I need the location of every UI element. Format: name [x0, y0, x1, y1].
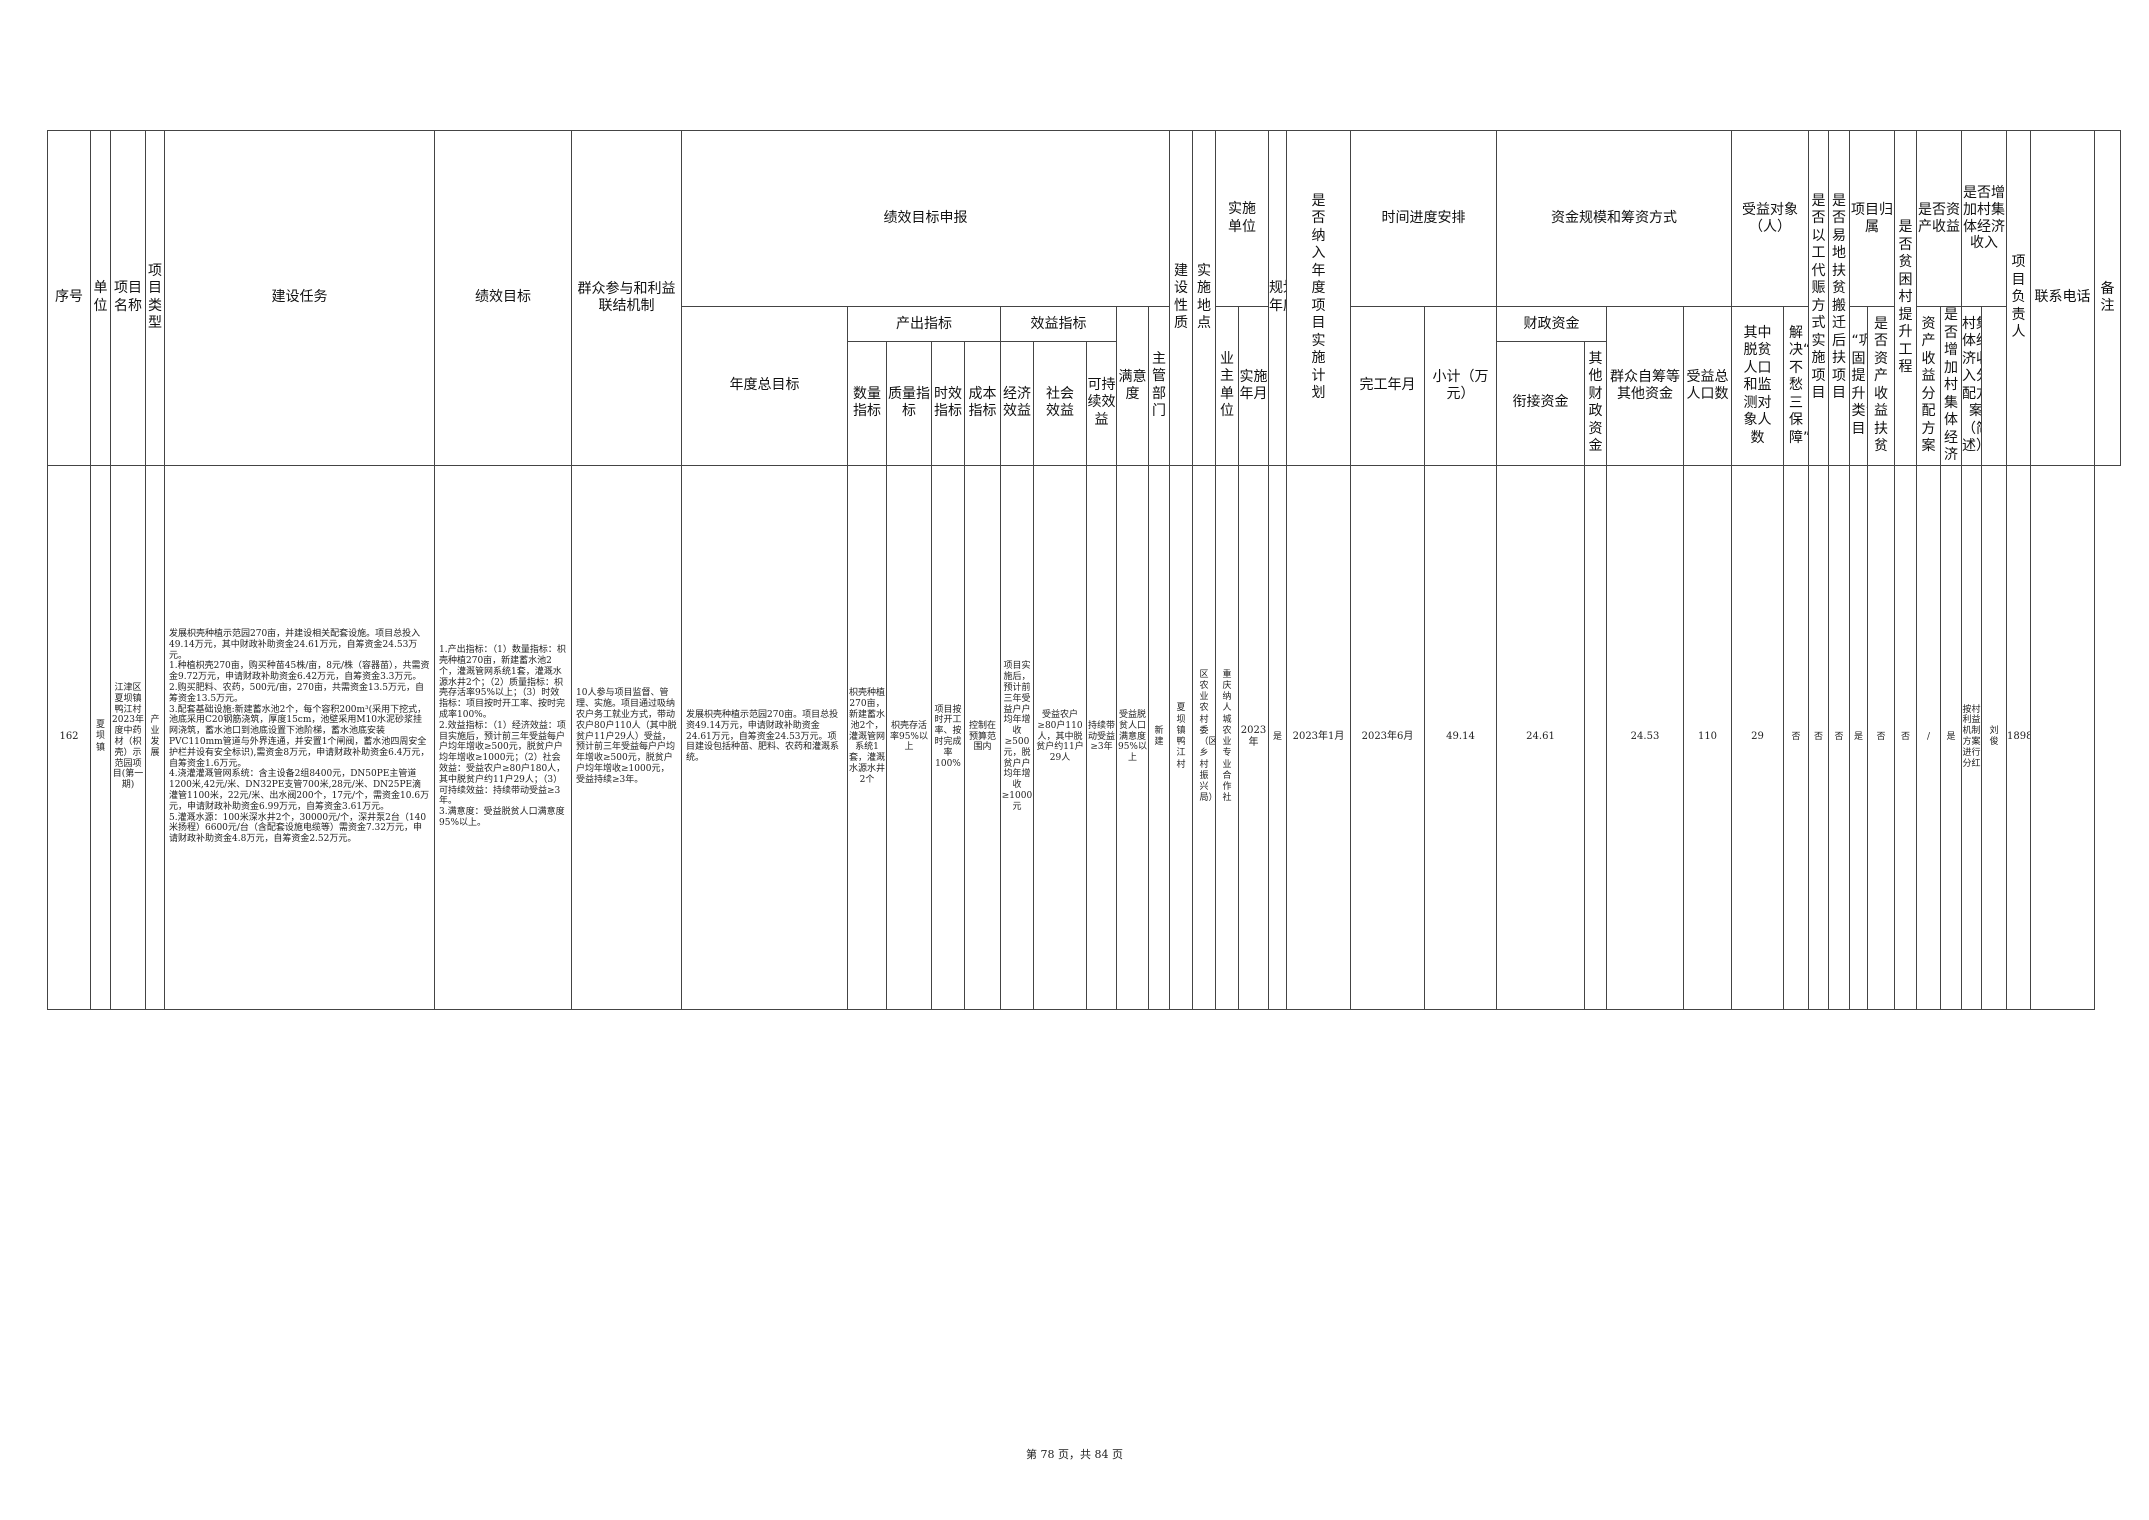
header-sustain: 可持续效益 — [1087, 376, 1116, 428]
cell-total-pop: 110 — [1683, 464, 1732, 1010]
header-nature: 建设性质 — [1174, 262, 1188, 332]
cell-phone: 18983276930 — [2006, 464, 2031, 1010]
header-link-fund: 衔接资金 — [1512, 394, 1569, 411]
cell-project-name: 江津区夏坝镇鸭江村2023年度中药材（枳壳）示范园项目(第一期) — [110, 464, 146, 1010]
cell-qty: 枳壳种植270亩，新建蓄水池2个，灌溉管网系统1套，灌溉水源水井2个 — [847, 464, 887, 1010]
table-row: 162 夏坝镇 江津区夏坝镇鸭江村2023年度中药材（枳壳）示范园项目(第一期)… — [47, 464, 2121, 1010]
header-start: 实施年月 — [1238, 306, 1269, 466]
cell-subtotal: 49.14 — [1424, 464, 1497, 1010]
header-relocation: 是否易地扶贫搬迁后扶项目 — [1832, 192, 1846, 402]
header-output: 产出指标 — [847, 306, 1001, 342]
header-goal: 绩效目标 — [434, 130, 572, 466]
header-task: 建设任务 — [164, 130, 435, 466]
cell-satis: 受益脱贫人口满意度95%以上 — [1116, 464, 1149, 1010]
cell-social: 受益农户≥80户110人，其中脱贫户约11户29人 — [1033, 464, 1087, 1010]
header-satis: 满意度 — [1116, 306, 1149, 466]
header-owner: 业主单位 — [1220, 350, 1234, 420]
cell-self-raise: 24.53 — [1606, 464, 1684, 1010]
header-leader: 项目负责人 — [2011, 254, 2026, 340]
cell-plan-year: 2023年 — [1238, 464, 1269, 1010]
cell-collective-q: 是 — [1940, 464, 1962, 1010]
header-annual-goal: 年度总目标 — [681, 306, 848, 466]
header-asset-poverty: 是否资产收益扶贫 — [1874, 315, 1888, 455]
header-consolidate: “巩固提升类”项目 — [1851, 333, 1867, 437]
cell-start: 2023年1月 — [1286, 464, 1351, 1010]
cell-poor-pop: 29 — [1731, 464, 1784, 1010]
cell-quality: 枳壳存活率95%以上 — [886, 464, 932, 1010]
header-village-upgrade: 是否贫困村提升工程 — [1898, 219, 1913, 375]
cell-link-fund: 24.61 — [1496, 464, 1585, 1010]
header-beneficiary: 受益对象（人） — [1731, 130, 1809, 307]
header-attribution: 项目归属 — [1849, 130, 1895, 307]
header-end: 完工年月 — [1350, 306, 1425, 466]
header-quality: 质量指标 — [888, 385, 930, 420]
header-collective-q: 是否增加村集体经济 — [1944, 307, 1958, 463]
header-project-type: 项目类型 — [148, 262, 162, 332]
cell-end: 2023年6月 — [1350, 464, 1425, 1010]
header-work-relief: 是否以工代赈方式实施项目 — [1811, 192, 1826, 402]
header-econ: 经济效益 — [1003, 385, 1031, 420]
cell-seq: 162 — [47, 464, 91, 1010]
header-collective-add: 是否增加村集体经济收入 — [1961, 130, 2007, 307]
header-phone: 联系电话 — [2030, 130, 2095, 466]
header-dept: 主管部门 — [1152, 350, 1166, 420]
cell-place: 夏坝镇鸭江村 — [1176, 703, 1186, 770]
header-mass: 群众参与和利益联结机制 — [571, 130, 682, 466]
cell-annual-goal: 发展枳壳种植示范园270亩。项目总投资49.14万元，申请财政补助资金24.61… — [681, 464, 848, 1010]
header-collective-plan: 村集体经济收入分配方案（简述） — [1962, 315, 1981, 455]
cell-other-fiscal — [1584, 464, 1607, 1010]
cell-econ: 项目实施后，预计前三年受益户户均年增收≥500元，脱贫户户均年增收≥1000元 — [1000, 464, 1034, 1010]
cell-project-type: 产业发展 — [150, 714, 160, 759]
cell-work-relief: 否 — [1783, 464, 1809, 1010]
header-poor-pop: 其中脱贫人口和监测对象人数 — [1743, 324, 1772, 446]
header-annual-plan: 是否纳入年度项目实施计划 — [1311, 192, 1326, 402]
cell-timely: 项目按时开工率、按时完成率100% — [931, 464, 965, 1010]
cell-relocation: 否 — [1808, 464, 1829, 1010]
cell-dept: 区农业农村委（区乡村振兴局） — [1199, 669, 1215, 804]
cell-mass: 10人参与项目监督、管理、实施。项目通过吸纳农户务工就业方式，带动农户80户11… — [571, 464, 682, 1010]
header-asset-plan: 资产收益分配方案 — [1921, 315, 1936, 455]
header-self-raise: 群众自筹等其他资金 — [1606, 306, 1684, 466]
cell-nature: 新建 — [1154, 725, 1164, 747]
header-perf: 绩效目标申报 — [681, 130, 1170, 307]
header-asset-income: 是否资产收益 — [1916, 130, 1962, 307]
header-qty: 数量指标 — [853, 385, 881, 420]
header-total-pop: 受益总人口数 — [1683, 306, 1732, 466]
cell-collective-plan: 按村利益机制方案进行分红 — [1961, 464, 1982, 1010]
header-cost: 成本指标 — [968, 385, 997, 420]
cell-two-no: 否 — [1828, 464, 1850, 1010]
header-place: 实施地点 — [1197, 262, 1211, 332]
cell-asset-poverty: 否 — [1894, 464, 1917, 1010]
project-table: 序号 单位 项目名称 项目类型 建设任务 绩效目标 群众参与和利益联结机制 绩效… — [47, 130, 2121, 1010]
cell-annual-plan: 是 — [1268, 464, 1287, 1010]
header-fiscal: 财政资金 — [1496, 306, 1607, 342]
cell-cost: 控制在预算范围内 — [964, 464, 1001, 1010]
header-impl-unit: 实施单位 — [1228, 201, 1256, 235]
header-other-fiscal: 其他财政资金 — [1588, 350, 1603, 455]
header-seq: 序号 — [47, 130, 91, 466]
header-timely: 时效指标 — [934, 385, 962, 420]
cell-village-upgrade: 否 — [1867, 464, 1895, 1010]
page-footer: 第 78 页，共 84 页 — [1026, 1448, 1123, 1461]
cell-task: 发展枳壳种植示范园270亩，并建设相关配套设施。项目总投入49.14万元，其中财… — [164, 464, 435, 1010]
header-subtotal: 小计（万元） — [1424, 306, 1497, 466]
header-funds: 资金规模和筹资方式 — [1496, 130, 1732, 307]
cell-asset-plan: / — [1916, 464, 1941, 1010]
cell-remark — [2030, 464, 2095, 1010]
header-unit: 单位 — [93, 280, 108, 314]
cell-leader: 刘俊 — [1989, 725, 1999, 747]
cell-consolidate: 是 — [1849, 464, 1868, 1010]
header-schedule: 时间进度安排 — [1350, 130, 1497, 307]
header-project-name: 项目名称 — [114, 280, 142, 314]
cell-unit: 夏坝镇 — [96, 720, 106, 753]
header-two-no: 解决“两不愁三保障” — [1789, 324, 1809, 446]
cell-sustain: 持续带动受益≥3年 — [1086, 464, 1117, 1010]
header-benefit: 效益指标 — [1000, 306, 1117, 342]
header-plan-year: 规划年度 — [1269, 280, 1286, 314]
cell-goal: 1.产出指标：（1）数量指标：枳壳种植270亩，新建蓄水池2个，灌溉管网系统1套… — [434, 464, 572, 1010]
header-social: 社会效益 — [1046, 385, 1074, 420]
header-remark: 备注 — [2094, 130, 2121, 466]
cell-owner: 重庆纳人城农业专业合作社 — [1222, 669, 1232, 804]
